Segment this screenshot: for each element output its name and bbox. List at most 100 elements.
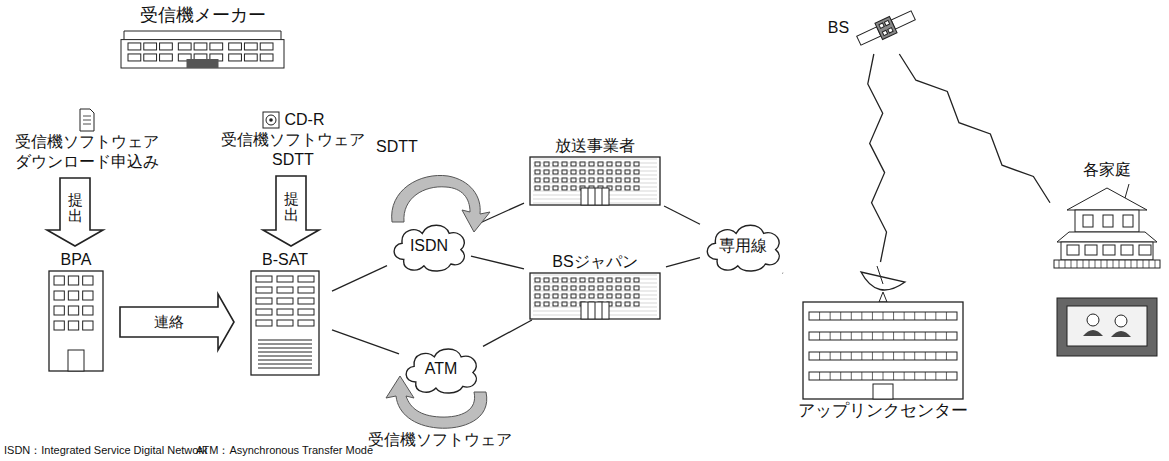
window — [544, 186, 549, 190]
window — [589, 294, 594, 298]
window — [580, 162, 585, 166]
presenter — [1111, 331, 1131, 337]
window-mullion — [935, 312, 936, 320]
window — [589, 286, 594, 290]
window-mullion — [935, 352, 936, 360]
window — [616, 302, 621, 306]
node-row — [115, 27, 290, 69]
window — [553, 302, 558, 306]
window — [277, 320, 293, 326]
window — [562, 286, 567, 290]
dish-feed — [877, 266, 883, 284]
node-row: 受信機ソフトウェア SDTT — [208, 130, 378, 170]
window — [616, 286, 621, 290]
window — [1103, 245, 1115, 255]
window — [571, 186, 576, 190]
window — [277, 287, 293, 293]
window — [634, 178, 639, 182]
window-mullion — [883, 312, 884, 320]
window-band — [809, 312, 957, 320]
window-mullion — [946, 372, 947, 380]
cloud-shape — [707, 225, 779, 271]
window-mullion — [872, 312, 873, 320]
window — [277, 276, 293, 282]
node-label: 放送事業者 — [555, 136, 635, 156]
fence-post — [1119, 260, 1120, 268]
network-line — [471, 256, 524, 269]
window-mullion — [914, 372, 915, 380]
cloud-label: ISDN — [410, 236, 448, 256]
window — [589, 162, 594, 166]
window — [571, 170, 576, 174]
window-mullion — [914, 352, 915, 360]
window — [128, 53, 141, 60]
block-arrow — [47, 178, 103, 246]
roof — [1067, 188, 1147, 210]
building-body — [530, 157, 660, 205]
window — [553, 162, 558, 166]
window — [1085, 245, 1097, 255]
entrance-mullion — [588, 302, 589, 319]
edge-label: 連絡 — [154, 314, 184, 331]
window-mullion — [935, 372, 936, 380]
window-mullion — [872, 372, 873, 380]
window — [544, 278, 549, 282]
window — [553, 286, 558, 290]
window — [83, 291, 93, 300]
shutter-stripe — [258, 368, 312, 369]
shutter-stripe — [258, 348, 312, 349]
node-label: 受信機ソフトウェア SDTT — [215, 130, 371, 170]
fence-post — [1125, 260, 1126, 268]
window-mullion — [819, 332, 820, 340]
window — [128, 42, 141, 49]
application-document: 受信機ソフトウェア ダウンロード申込み — [2, 108, 172, 172]
network-line — [483, 320, 532, 346]
window — [607, 278, 612, 282]
node-illustration — [120, 27, 285, 69]
node-illustration — [79, 108, 95, 132]
window — [625, 162, 630, 166]
node-row: アップリンクセンター — [783, 400, 983, 421]
node-label: BSジャパン — [552, 252, 637, 272]
window — [210, 42, 223, 49]
window — [589, 278, 594, 282]
node-row: BSジャパン — [524, 252, 666, 272]
window-mullion — [872, 352, 873, 360]
cloud-shape — [406, 349, 476, 393]
window — [553, 170, 558, 174]
window-mullion — [946, 352, 947, 360]
window — [256, 309, 272, 315]
node-row — [783, 262, 983, 400]
window — [256, 287, 272, 293]
window — [256, 276, 272, 282]
window-mullion — [883, 332, 884, 340]
fence-post — [1143, 260, 1144, 268]
uplink-center-icon — [803, 266, 963, 399]
cloud-label: 専用線 — [719, 236, 767, 256]
window — [256, 320, 272, 326]
network-line — [782, 272, 784, 274]
node-label: CD-R — [285, 110, 325, 130]
cd-disc — [266, 115, 276, 125]
node-label: 各家庭 — [1083, 160, 1131, 180]
cd-icon — [263, 112, 279, 128]
dish — [861, 272, 905, 290]
window — [178, 42, 191, 49]
window — [580, 286, 585, 290]
document-line — [83, 116, 91, 117]
window-band — [809, 332, 957, 340]
node-row: 受信機ソフトウェア ダウンロード申込み — [2, 132, 172, 172]
window-mullion — [946, 312, 947, 320]
window — [68, 306, 78, 315]
window — [229, 42, 242, 49]
shutter-stripe — [258, 364, 312, 365]
window — [553, 178, 558, 182]
node-illustration — [1053, 180, 1161, 358]
window — [244, 42, 257, 49]
factory-body — [121, 39, 284, 67]
window — [562, 170, 567, 174]
shutter-stripe — [258, 356, 312, 357]
window-mullion — [925, 332, 926, 340]
window-mullion — [830, 332, 831, 340]
window-stripe — [533, 287, 657, 288]
